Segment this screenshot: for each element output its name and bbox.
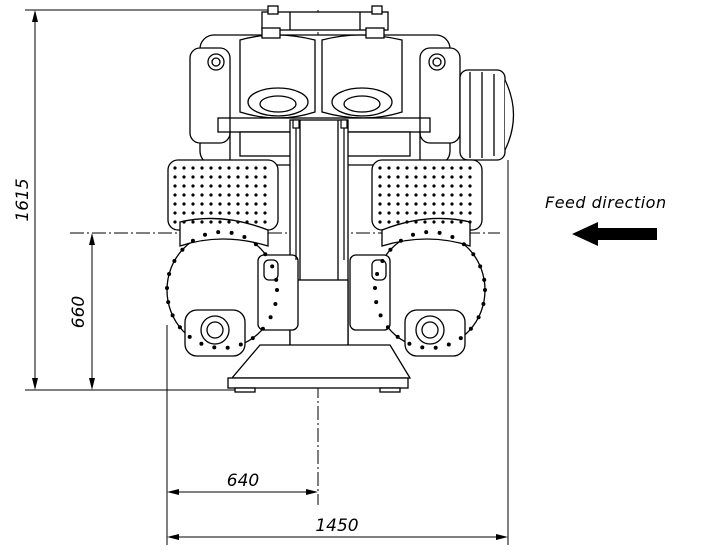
support-rods <box>292 119 348 260</box>
dim-1615-label: 1615 <box>13 178 33 221</box>
dim-660-label: 660 <box>69 296 89 328</box>
machine-outline <box>166 5 515 393</box>
arrow-left-icon <box>572 222 657 246</box>
cutter-spikes <box>165 166 487 350</box>
dim-1450-label: 1450 <box>315 516 358 536</box>
dim-640-label: 640 <box>227 471 259 491</box>
feed-direction-label: Feed direction <box>545 193 667 212</box>
